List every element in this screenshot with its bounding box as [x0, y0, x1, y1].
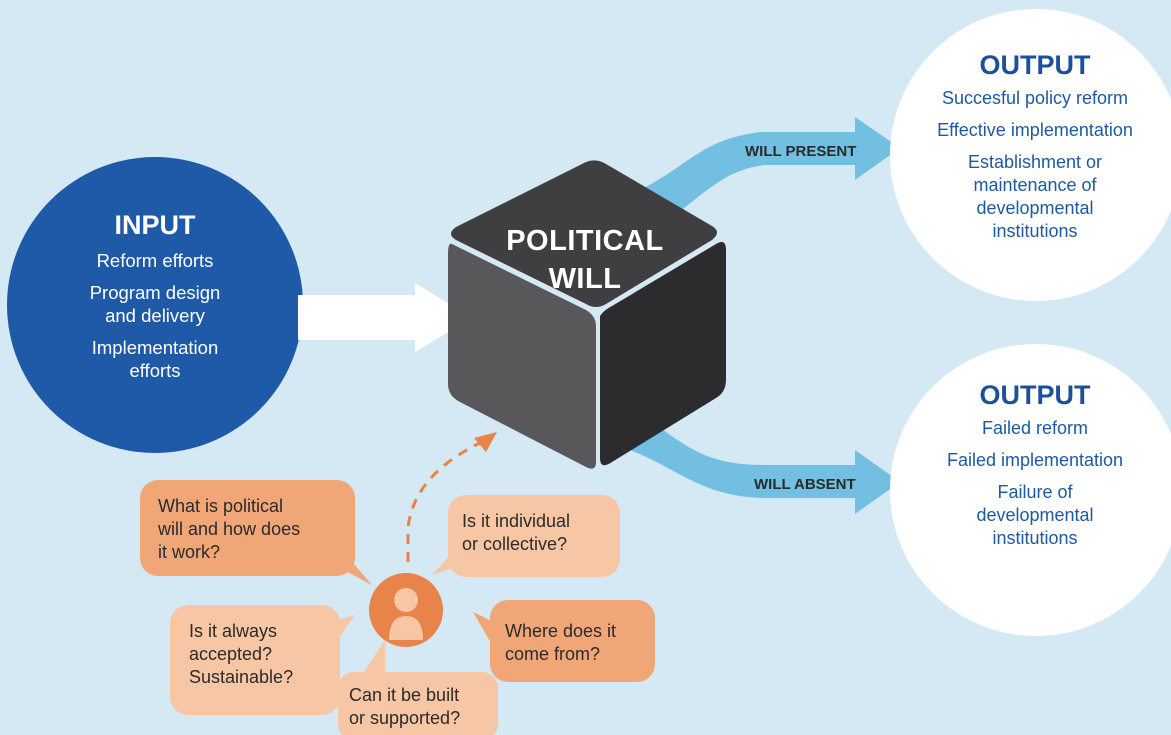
will-present-arrow	[640, 117, 900, 225]
output-line: maintenance of	[973, 175, 1097, 195]
input-line: efforts	[129, 360, 181, 381]
dashed-influence-arrow	[406, 440, 483, 562]
output-line: Establishment or	[967, 152, 1103, 172]
cube-label: POLITICAL WILL	[470, 222, 700, 298]
input-circle	[7, 157, 303, 453]
bubble-accepted	[170, 605, 355, 715]
output-line: Succesful policy reform	[941, 88, 1129, 108]
cube-label-line: WILL	[548, 263, 622, 295]
question-where: Where does it come from?	[505, 620, 616, 666]
output-heading: OUTPUT	[979, 380, 1091, 410]
will-absent-label: WILL ABSENT	[754, 476, 856, 493]
output-line: Effective implementation	[937, 120, 1133, 140]
will-present-label: WILL PRESENT	[745, 143, 857, 160]
input-line: Program design	[89, 282, 221, 303]
input-line: Reform efforts	[96, 250, 214, 271]
question-what-is: What is political will and how does it w…	[158, 495, 300, 564]
input-line: Implementation	[91, 337, 219, 358]
political-will-cube	[448, 160, 726, 469]
question-individual: Is it individual or collective?	[462, 510, 570, 556]
question-built: Can it be built or supported?	[349, 684, 460, 730]
person-icon	[369, 573, 443, 647]
question-line: Where does it	[505, 621, 617, 641]
input-arrow	[298, 283, 472, 352]
question-line: accepted?	[189, 644, 273, 664]
output-line: institutions	[992, 528, 1078, 548]
output-line: developmental	[976, 198, 1094, 218]
output-present-circle	[890, 9, 1171, 301]
bubble-individual	[432, 495, 620, 577]
question-line: Sustainable?	[189, 667, 294, 687]
bubble-where	[473, 600, 655, 682]
question-line: Can it be built	[349, 685, 460, 705]
input-line: and delivery	[105, 305, 205, 326]
question-line: or supported?	[349, 708, 461, 728]
output-heading: OUTPUT	[979, 50, 1091, 80]
will-absent-arrow	[630, 420, 900, 514]
output-line: institutions	[992, 221, 1078, 241]
cube-label-line: POLITICAL	[506, 225, 664, 257]
output-present-text: OUTPUT Succesful policy reform Effective…	[895, 50, 1171, 243]
bubble-built	[338, 640, 498, 735]
output-line: developmental	[976, 505, 1094, 525]
bubble-what-is	[140, 480, 372, 585]
input-text-block: INPUT Reform efforts Program design and …	[20, 210, 290, 382]
output-line: Failed implementation	[946, 450, 1124, 470]
output-absent-text: OUTPUT Failed reform Failed implementati…	[895, 380, 1171, 550]
question-line: What is political	[158, 496, 284, 516]
question-line: come from?	[505, 644, 601, 664]
input-heading: INPUT	[114, 210, 196, 240]
question-line: will and how does	[158, 519, 301, 539]
output-absent-circle	[890, 344, 1171, 636]
output-line: Failed reform	[981, 418, 1089, 438]
question-accepted: Is it always accepted? Sustainable?	[189, 620, 293, 689]
question-line: Is it individual	[462, 511, 571, 531]
question-line: it work?	[158, 542, 221, 562]
output-line: Failure of	[997, 482, 1073, 502]
question-line: or collective?	[462, 534, 568, 554]
question-line: Is it always	[189, 621, 278, 641]
